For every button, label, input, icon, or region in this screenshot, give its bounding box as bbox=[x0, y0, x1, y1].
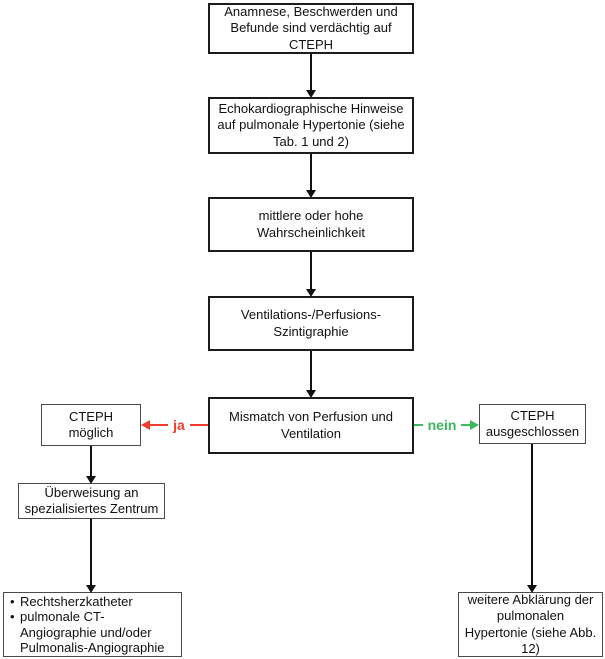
node-scintigraphy-text: Ventilations-/Perfusions-Szintigraphie bbox=[240, 307, 382, 339]
invasive-diagnostics-list: Rechtsherzkatheter pulmonale CT-Angiogra… bbox=[9, 594, 176, 655]
node-cteph-excluded: CTEPH ausgeschlossen bbox=[479, 404, 586, 444]
arrow-mismatch-no: nein bbox=[414, 416, 479, 434]
edge-label-ja: ja bbox=[173, 417, 185, 433]
node-echo-text: Echokardiographische Hinweise auf pulmon… bbox=[217, 101, 405, 149]
arrow-mismatch-yes: ja bbox=[141, 416, 208, 434]
edge-label-nein: nein bbox=[427, 417, 457, 433]
node-referral: Überweisung an spezialisiertes Zentrum bbox=[18, 483, 165, 519]
node-referral-text: Überweisung an spezialisiertes Zentrum bbox=[24, 484, 159, 516]
diagnostic-item: pulmonale CT-Angiographie und/oder Pulmo… bbox=[9, 609, 176, 655]
node-echo: Echokardiographische Hinweise auf pulmon… bbox=[208, 97, 414, 154]
arrow-echo-to-probability bbox=[306, 154, 316, 198]
arrow-possible-to-referral bbox=[86, 446, 96, 484]
arrow-suspicion-to-echo bbox=[306, 54, 316, 98]
node-invasive-diagnostics: Rechtsherzkatheter pulmonale CT-Angiogra… bbox=[3, 592, 182, 657]
node-suspicion-text: Anamnese, Beschwerden und Befunde sind v… bbox=[224, 4, 398, 52]
node-cteph-possible-text: CTEPH möglich bbox=[68, 408, 114, 440]
arrow-scintigraphy-to-mismatch bbox=[306, 351, 316, 398]
node-mismatch-text: Mismatch von Perfusion und Ventilation bbox=[228, 409, 394, 441]
node-further-workup-text: weitere Abklärung der pulmonalen Hyperto… bbox=[464, 592, 597, 656]
node-probability-text: mittlere oder hohe Wahrscheinlichkeit bbox=[257, 208, 365, 240]
node-scintigraphy: Ventilations-/Perfusions-Szintigraphie bbox=[208, 296, 414, 351]
arrow-probability-to-scintigraphy bbox=[306, 252, 316, 297]
arrow-referral-to-diagnostics bbox=[86, 519, 96, 593]
node-suspicion: Anamnese, Beschwerden und Befunde sind v… bbox=[208, 3, 414, 54]
node-cteph-possible: CTEPH möglich bbox=[41, 404, 141, 446]
arrowhead-left-icon bbox=[141, 420, 150, 430]
node-further-workup: weitere Abklärung der pulmonalen Hyperto… bbox=[458, 592, 603, 657]
arrow-excluded-to-workup bbox=[527, 444, 537, 593]
node-probability: mittlere oder hohe Wahrscheinlichkeit bbox=[208, 197, 414, 252]
node-mismatch: Mismatch von Perfusion und Ventilation bbox=[208, 397, 414, 454]
node-cteph-excluded-text: CTEPH ausgeschlossen bbox=[485, 407, 580, 439]
diagnostic-item: Rechtsherzkatheter bbox=[9, 594, 176, 610]
arrowhead-right-icon bbox=[470, 420, 479, 430]
